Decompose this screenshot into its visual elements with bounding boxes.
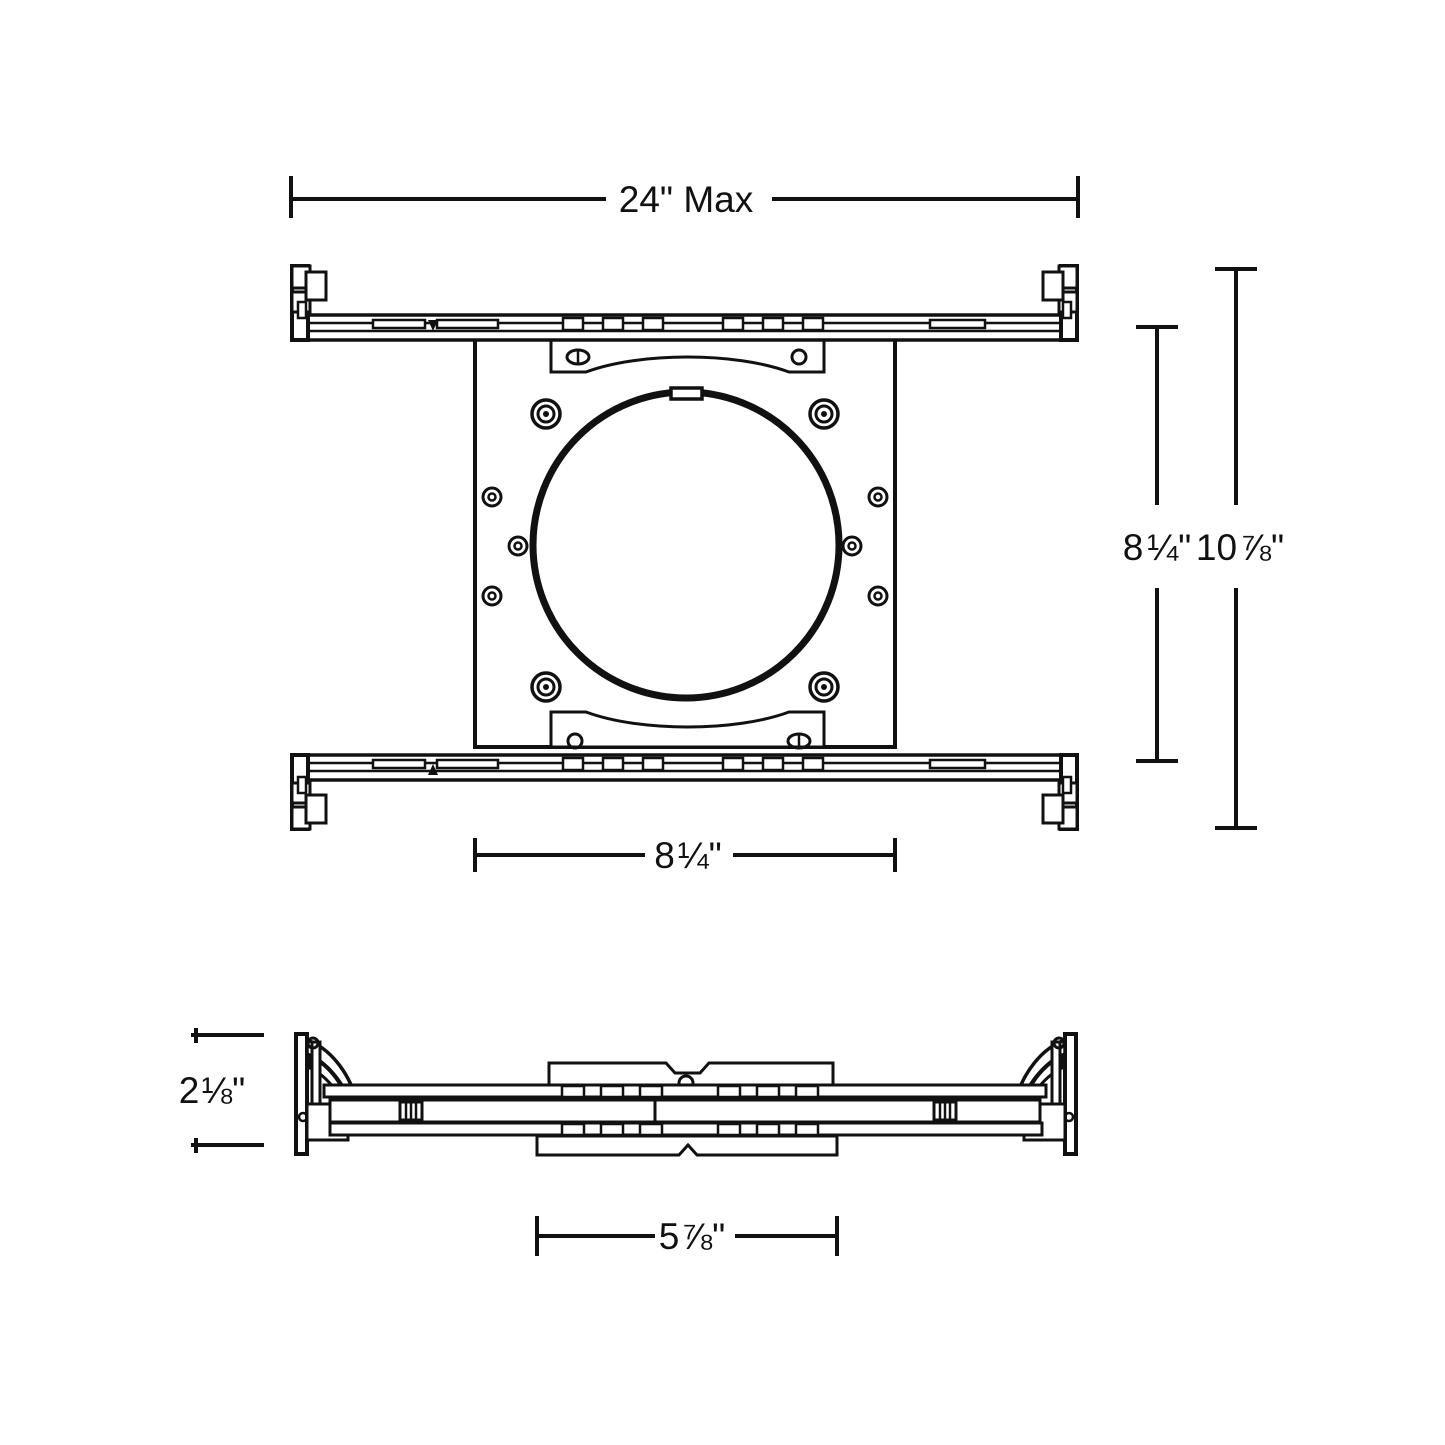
edge-hole-left-middle <box>507 535 529 557</box>
plan-top-bracket-round-hole <box>790 348 808 366</box>
corner-hole-bottom-right <box>808 671 840 703</box>
bottom-hanger-left-foot <box>290 753 328 831</box>
top-bar-hanger <box>290 264 1079 342</box>
side-width-label: 5⅞" <box>659 1216 726 1257</box>
edge-hole-left-lower <box>481 585 503 607</box>
plan-corner-hole-group <box>530 398 840 703</box>
bottom-hanger-notch <box>428 764 438 775</box>
side-adjust-screw-left <box>398 1100 424 1122</box>
top-hanger-tab-mid <box>435 318 500 330</box>
plan-top-bracket-slot-hole <box>565 348 591 366</box>
top-hanger-slot-pattern <box>561 316 825 332</box>
right-foot-keyhole <box>1061 300 1073 320</box>
vertical-outer-dimension: 10⅞" <box>1196 267 1284 830</box>
edge-hole-left-upper <box>481 486 503 508</box>
bottom-width-dimension: 8¼" <box>473 835 897 876</box>
top-width-dimension: 24" Max <box>289 176 1080 220</box>
side-width-dimension: 5⅞" <box>535 1216 839 1257</box>
bottom-bar-hanger <box>290 753 1079 831</box>
plan-view <box>290 264 1079 831</box>
plan-bottom-bracket-slot-hole <box>786 732 812 750</box>
side-left-flange <box>294 1032 309 1156</box>
side-left-pivot-hole <box>306 1036 320 1050</box>
top-hanger-left-foot <box>290 264 328 342</box>
side-upper-rail-slots <box>560 1084 820 1099</box>
top-hanger-right-foot <box>1041 264 1079 342</box>
corner-hole-bottom-left <box>530 671 562 703</box>
bottom-hanger-slot-pattern <box>561 756 825 772</box>
side-left-web <box>310 1040 322 1112</box>
side-adjust-screw-right <box>932 1100 958 1122</box>
left-foot-keyhole <box>296 300 308 320</box>
br-foot-side-plate <box>1041 793 1065 825</box>
vertical-outer-label: 10⅞" <box>1196 527 1284 568</box>
bottom-hanger-tab-left <box>371 758 427 770</box>
bl-foot-side-plate <box>304 793 328 825</box>
bottom-hanger-tab-mid <box>435 758 500 770</box>
left-foot-side-plate <box>304 270 328 302</box>
bl-foot-keyhole <box>296 775 308 795</box>
side-lower-rail <box>328 1121 1044 1137</box>
top-width-label: 24" Max <box>619 179 754 220</box>
top-hanger-notch <box>428 320 438 331</box>
plan-top-bracket <box>549 335 826 374</box>
top-hanger-tab-left <box>371 318 427 330</box>
plan-bottom-bracket-round-hole <box>566 732 584 750</box>
edge-hole-right-lower <box>867 585 889 607</box>
bottom-width-label: 8¼" <box>654 835 722 876</box>
top-hanger-tab-right <box>928 318 987 330</box>
bottom-hanger-right-foot <box>1041 753 1079 831</box>
plan-bottom-bracket <box>549 710 826 749</box>
side-right-flange <box>1063 1032 1078 1156</box>
br-foot-keyhole <box>1061 775 1073 795</box>
side-right-bracket <box>1014 1032 1078 1156</box>
corner-hole-top-right <box>808 398 840 430</box>
aperture-circle <box>529 388 843 702</box>
side-elevation-view <box>294 1032 1078 1157</box>
plan-edge-hole-group <box>481 486 889 607</box>
aperture-alignment-tab <box>669 386 704 401</box>
side-height-label: 2⅛" <box>179 1070 246 1111</box>
side-housing-pan <box>535 1134 839 1157</box>
right-foot-side-plate <box>1041 270 1065 302</box>
side-right-web <box>1050 1040 1062 1112</box>
corner-hole-top-left <box>530 398 562 430</box>
edge-hole-right-middle <box>841 535 863 557</box>
side-right-pivot-hole <box>1052 1036 1066 1050</box>
side-upper-rail <box>322 1083 1048 1099</box>
side-height-dimension: 2⅛" <box>179 1028 264 1153</box>
bottom-hanger-tab-right <box>928 758 987 770</box>
edge-hole-right-upper <box>867 486 889 508</box>
